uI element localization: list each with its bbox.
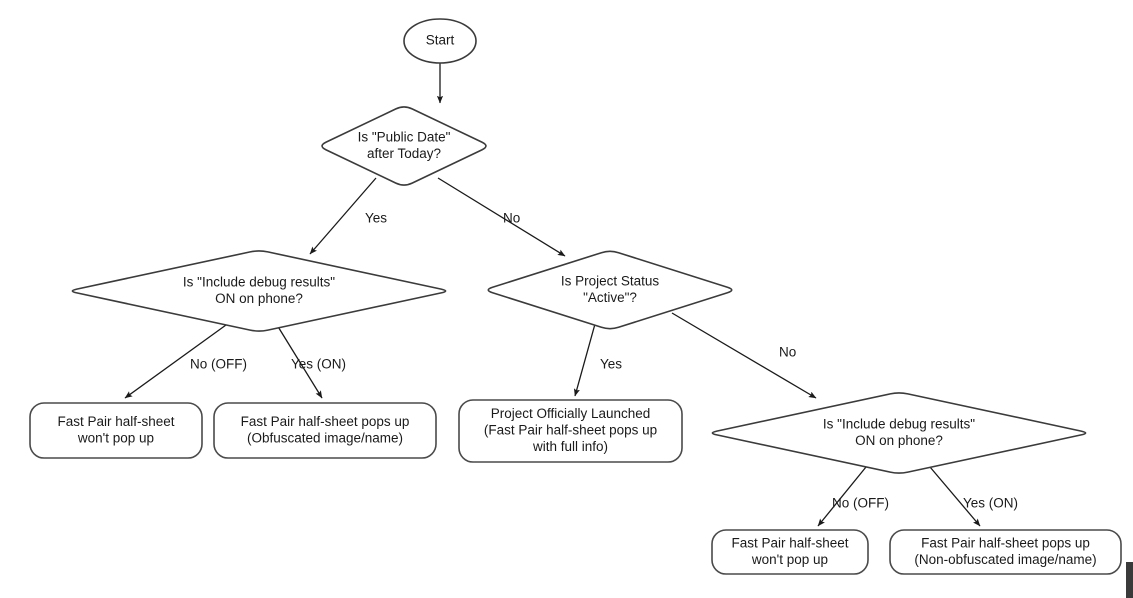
decision-include-debug-results-left-text-line-2: ON on phone? xyxy=(215,291,303,306)
outcome-halfsheet-wont-pop-up-left-text-line-2: won't pop up xyxy=(77,430,154,445)
decision-include-debug-results-right-text-line-2: ON on phone? xyxy=(855,433,943,448)
outcome-project-officially-launched-text-line-3: with full info) xyxy=(532,439,608,454)
outcome-halfsheet-wont-pop-up-right-text-line-2: won't pop up xyxy=(751,552,828,567)
edge-debug-right-yes-on-line xyxy=(929,466,981,527)
decision-include-debug-results-left-text-line-1: Is "Include debug results" xyxy=(183,274,335,289)
edge-debug-left-yes-on-line xyxy=(276,324,323,399)
outcome-halfsheet-wont-pop-up-left-text-line-1: Fast Pair half-sheet xyxy=(57,414,174,429)
outcome-halfsheet-non-obfuscated-text-line-1: Fast Pair half-sheet pops up xyxy=(921,535,1090,550)
decision-public-date[interactable]: Is "Public Date" after Today? xyxy=(321,106,487,186)
edge-debug-left-yes-on-label: Yes (ON) xyxy=(291,357,346,372)
edge-debug-right-yes-on-label: Yes (ON) xyxy=(963,496,1018,511)
edge-public-date-yes-label: Yes xyxy=(365,211,387,226)
outcome-halfsheet-wont-pop-up-right-text-line-1: Fast Pair half-sheet xyxy=(731,535,848,550)
edge-debug-left-no-off-label: No (OFF) xyxy=(190,357,247,372)
decision-include-debug-results-left-shape[interactable] xyxy=(71,250,447,332)
edge-project-status-no-label: No xyxy=(779,345,796,360)
edge-debug-right-no-off-label: No (OFF) xyxy=(832,496,889,511)
decision-include-debug-results-right-text-line-1: Is "Include debug results" xyxy=(823,416,975,431)
outcome-project-officially-launched-text-line-1: Project Officially Launched xyxy=(491,406,651,421)
decision-include-debug-results-right[interactable]: Is "Include debug results" ON on phone? xyxy=(711,392,1087,474)
outcome-halfsheet-wont-pop-up-right[interactable]: Fast Pair half-sheet won't pop up xyxy=(711,529,869,575)
edge-debug-left-yes-on: Yes (ON) xyxy=(276,324,346,399)
decision-project-status-shape[interactable] xyxy=(487,250,733,330)
decision-public-date-text-line-1: Is "Public Date" xyxy=(358,129,451,144)
edge-public-date-no: No xyxy=(437,177,566,257)
start-node-text-line-1: Start xyxy=(426,33,455,48)
edge-public-date-yes-line xyxy=(309,177,377,255)
outcome-halfsheet-non-obfuscated-text-line-2: (Non-obfuscated image/name) xyxy=(914,552,1096,567)
start-node-shape[interactable] xyxy=(403,18,477,64)
outcome-project-officially-launched-shape[interactable] xyxy=(458,399,683,463)
nodes-layer: Start Is "Public Date" after Today? Is "Inc… xyxy=(29,18,1122,575)
edge-public-date-no-label: No xyxy=(503,211,520,226)
edge-public-date-yes: Yes xyxy=(309,177,387,255)
edge-debug-right-no-off: No (OFF) xyxy=(817,466,889,527)
decision-project-status-text-line-1: Is Project Status xyxy=(561,273,660,288)
outcome-halfsheet-non-obfuscated-shape[interactable] xyxy=(889,529,1122,575)
outcome-project-officially-launched-text-line-2: (Fast Pair half-sheet pops up xyxy=(484,423,657,438)
edge-project-status-no-line xyxy=(671,312,817,399)
outcome-halfsheet-obfuscated-text-line-1: Fast Pair half-sheet pops up xyxy=(241,414,410,429)
start-node[interactable]: Start xyxy=(403,18,477,64)
outcome-halfsheet-wont-pop-up-left-shape[interactable] xyxy=(29,402,203,459)
edge-project-status-yes: Yes xyxy=(573,323,622,397)
decision-project-status-text-line-2: "Active"? xyxy=(583,290,637,305)
decision-project-status[interactable]: Is Project Status "Active"? xyxy=(487,250,733,330)
outcome-halfsheet-non-obfuscated[interactable]: Fast Pair half-sheet pops up (Non-obfusca… xyxy=(889,529,1122,575)
edge-public-date-no-line xyxy=(437,177,566,257)
edge-project-status-yes-label: Yes xyxy=(600,357,622,372)
decision-include-debug-results-right-shape[interactable] xyxy=(711,392,1087,474)
decision-public-date-shape[interactable] xyxy=(321,106,487,186)
edge-debug-right-no-off-line xyxy=(817,466,867,527)
edge-debug-left-no-off-line xyxy=(124,324,227,399)
decision-include-debug-results-left[interactable]: Is "Include debug results" ON on phone? xyxy=(71,250,447,332)
decision-public-date-text-line-2: after Today? xyxy=(367,146,441,161)
edge-project-status-yes-line xyxy=(573,323,596,397)
outcome-halfsheet-obfuscated-shape[interactable] xyxy=(213,402,437,459)
edge-debug-right-yes-on: Yes (ON) xyxy=(929,466,1018,527)
outcome-project-officially-launched[interactable]: Project Officially Launched (Fast Pair ha… xyxy=(458,399,683,463)
outcome-halfsheet-wont-pop-up-right-shape[interactable] xyxy=(711,529,869,575)
outcome-halfsheet-obfuscated[interactable]: Fast Pair half-sheet pops up(Obfuscated … xyxy=(213,402,437,459)
outcome-halfsheet-obfuscated-text-line-2: (Obfuscated image/name) xyxy=(247,430,403,445)
edge-project-status-no: No xyxy=(671,312,817,399)
page-edge-artifact xyxy=(1126,562,1133,598)
edge-debug-left-no-off: No (OFF) xyxy=(124,324,247,399)
